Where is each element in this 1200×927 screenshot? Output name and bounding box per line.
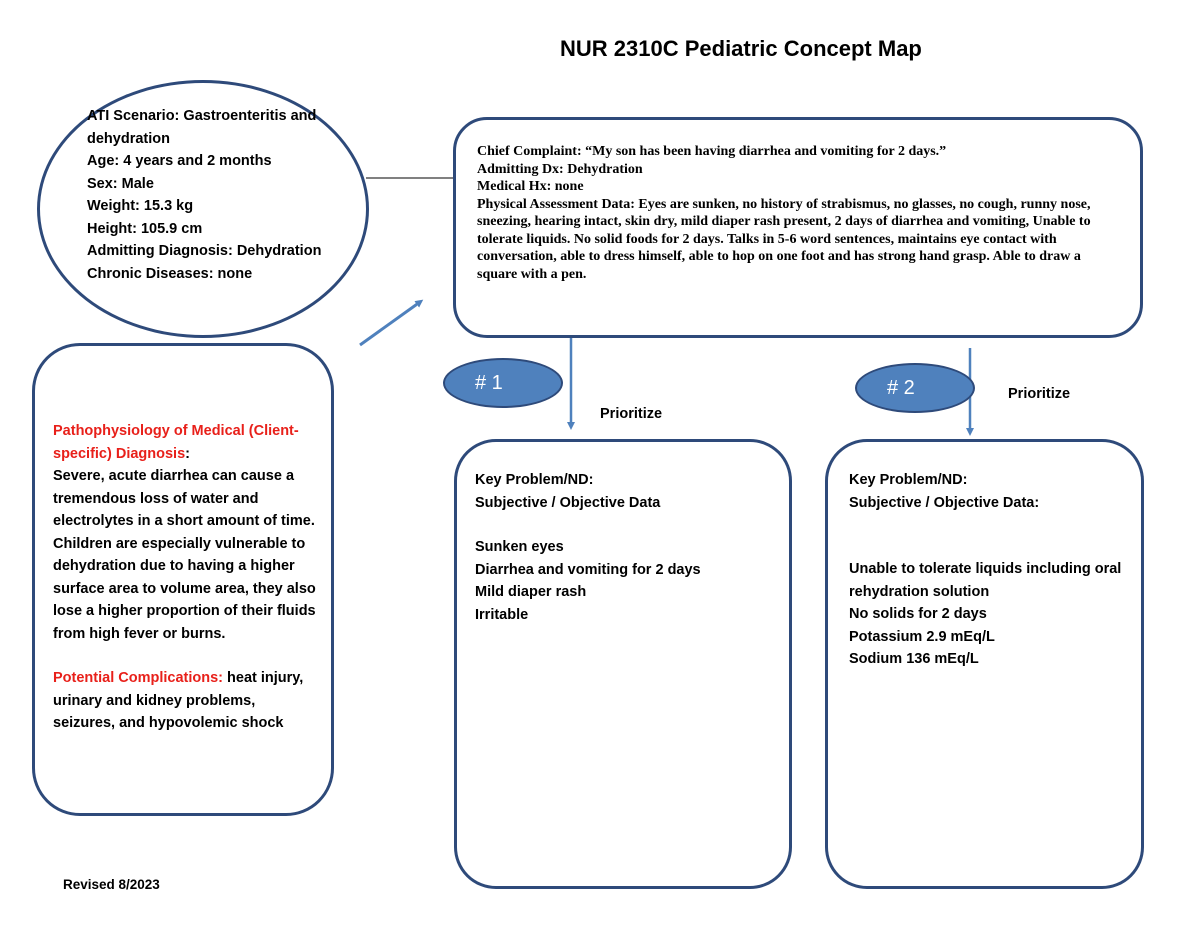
profile-scenario: ATI Scenario: Gastroenteritis and dehydr…: [87, 108, 317, 147]
priority-1-badge: # 1: [443, 358, 563, 408]
problem-1-item: Mild diaper rash: [475, 584, 587, 600]
page-title: NUR 2310C Pediatric Concept Map: [560, 36, 922, 61]
profile-admitting-diagnosis: Admitting Diagnosis: Dehydration: [87, 243, 322, 259]
problem-2-heading: Key Problem/ND:: [849, 472, 968, 488]
problem-2-box: [825, 439, 1144, 889]
problem-1-heading: Key Problem/ND:: [475, 472, 594, 488]
pathophysiology-heading: Pathophysiology of Medical (Client-speci…: [53, 423, 299, 462]
pathophysiology-body: Severe, acute diarrhea can cause a treme…: [53, 468, 316, 642]
problem-2-item: Sodium 136 mEq/L: [849, 651, 979, 667]
problem-1-item: Irritable: [475, 606, 529, 623]
admitting-dx: Admitting Dx: Dehydration: [477, 161, 643, 177]
problem-1-item: Sunken eyes: [475, 539, 564, 555]
problem-1-subheading: Subjective / Objective Data: [475, 494, 661, 511]
complications-text: heat injury, urinary and kidney problems…: [53, 670, 304, 731]
revised-date: Revised 8/2023: [63, 877, 160, 892]
priority-2-badge: # 2: [855, 363, 975, 413]
profile-age: Age: 4 years and 2 months: [87, 153, 272, 169]
problem-2-item: Potassium 2.9 mEq/L: [849, 628, 995, 645]
complications-label: Potential Complications:: [53, 670, 223, 686]
assessment-text: Chief Complaint: “My son has been having…: [477, 143, 1117, 283]
patient-profile-oval: [37, 80, 369, 338]
profile-sex: Sex: Male: [87, 175, 154, 192]
problem-2-item: Unable to tolerate liquids including ora…: [849, 561, 1122, 600]
problem-2-text: Key Problem/ND: Subjective / Objective D…: [849, 469, 1129, 671]
problem-1-item: Diarrhea and vomiting for 2 days: [475, 561, 701, 578]
prioritize-label-2: Prioritize: [1008, 386, 1071, 402]
pathophysiology-text: Pathophysiology of Medical (Client-speci…: [53, 420, 318, 735]
problem-1-text: Key Problem/ND: Subjective / Objective D…: [475, 469, 775, 626]
problem-1-box: [454, 439, 792, 889]
problem-2-item: No solids for 2 days: [849, 606, 987, 622]
medical-hx: Medical Hx: none: [477, 179, 584, 194]
priority-1-badge-label: # 1: [475, 372, 503, 394]
physical-assessment-data: Physical Assessment Data: Eyes are sunke…: [477, 196, 1091, 282]
patient-profile-text: ATI Scenario: Gastroenteritis and dehydr…: [87, 105, 332, 285]
prioritize-label-1: Prioritize: [600, 406, 663, 422]
problem-2-subheading: Subjective / Objective Data:: [849, 494, 1040, 511]
pathophysiology-box: [32, 343, 334, 816]
diagonal-arrow: [359, 299, 424, 347]
profile-chronic-diseases: Chronic Diseases: none: [87, 265, 253, 282]
pathophysiology-heading-colon: :: [185, 445, 190, 462]
chief-complaint: Chief Complaint: “My son has been having…: [477, 144, 947, 159]
profile-weight: Weight: 15.3 kg: [87, 198, 194, 214]
priority-2-badge-label: # 2: [887, 377, 915, 399]
assessment-box: [453, 117, 1143, 338]
profile-height: Height: 105.9 cm: [87, 220, 203, 237]
